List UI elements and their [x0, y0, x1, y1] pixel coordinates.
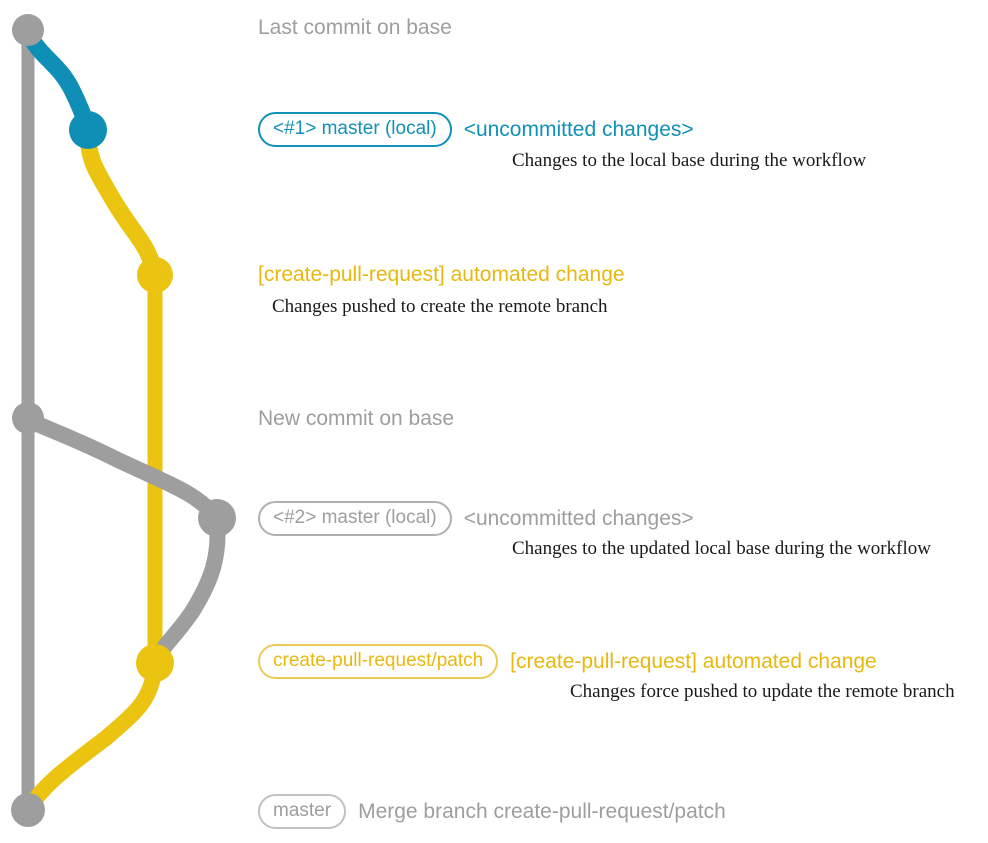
commit-subject: [create-pull-request] automated change: [510, 649, 877, 673]
commit-description: Changes to the updated local base during…: [512, 538, 931, 559]
commit-description: Changes to the local base during the wor…: [512, 150, 867, 171]
commit-label-automated-change-2: create-pull-request/patch [create-pull-r…: [258, 644, 877, 679]
commit-description: Changes force pushed to update the remot…: [570, 681, 955, 702]
commit-label-last-commit-on-base: Last commit on base: [258, 16, 452, 39]
ref-badge-master-local-1[interactable]: <#1> master (local): [258, 112, 452, 147]
commit-label-local-uncommitted-1: <#1> master (local) <uncommitted changes…: [258, 112, 694, 147]
commit-description: Changes pushed to create the remote bran…: [272, 296, 608, 317]
commit-label-merge-commit: master Merge branch create-pull-request/…: [258, 794, 726, 829]
commit-label-new-commit-on-base: New commit on base: [258, 407, 454, 430]
commit-label-automated-change-1: [create-pull-request] automated change: [258, 263, 625, 286]
ref-badge-master-local-2[interactable]: <#2> master (local): [258, 501, 452, 536]
commit-subject: New commit on base: [258, 407, 455, 430]
commit-subject: Merge branch create-pull-request/patch: [358, 799, 726, 823]
ref-badge-create-pull-request-patch[interactable]: create-pull-request/patch: [258, 644, 499, 679]
ref-badge-master[interactable]: master: [258, 794, 347, 829]
commit-subject: <uncommitted changes>: [463, 117, 694, 141]
commit-subject: <uncommitted changes>: [463, 506, 694, 530]
commit-subject: Last commit on base: [258, 16, 452, 39]
commit-label-local-uncommitted-2: <#2> master (local) <uncommitted changes…: [258, 501, 694, 536]
commit-subject: [create-pull-request] automated change: [258, 263, 625, 286]
